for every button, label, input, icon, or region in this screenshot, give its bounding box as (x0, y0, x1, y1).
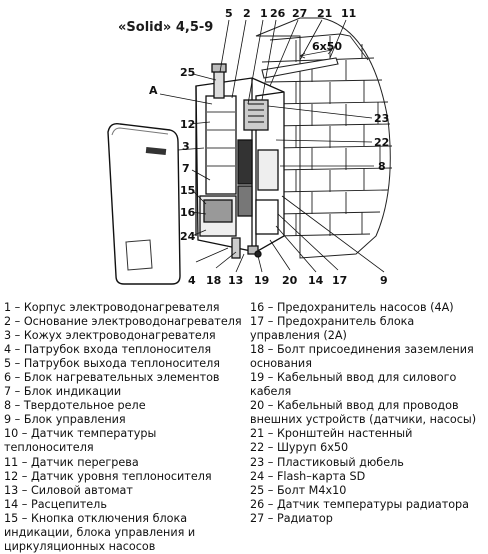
callout-24: 24 (180, 230, 196, 243)
legend-item: 2 – Основание электроводонагревателя (4, 315, 242, 329)
legend-item: 25 – Болт М4x10 (250, 483, 347, 497)
legend-item: 23 – Пластиковый дюбель (250, 455, 404, 469)
dimension-label: 6x50 (312, 40, 342, 53)
legend-item: 3 – Кожух электроводонагревателя (4, 329, 216, 343)
callout-27: 27 (292, 7, 307, 20)
legend-left: 1 – Корпус электроводонагревателя 2 – Ос… (4, 301, 242, 554)
legend-item: кабеля (250, 385, 292, 399)
callout-4: 4 (188, 274, 196, 287)
legend-item: 15 – Кнопка отключения блока (4, 511, 188, 525)
callout-22: 22 (374, 136, 389, 149)
legend-item: 17 – Предохранитель блока (250, 315, 415, 329)
callout-14: 14 (308, 274, 324, 287)
callout-15: 15 (180, 184, 195, 197)
legend-item: 9 – Блок управления (4, 413, 126, 427)
callout-A: A (149, 84, 158, 97)
legend-item: 12 – Датчик уровня теплоносителя (4, 469, 212, 483)
brick-wall (255, 17, 393, 259)
callout-17: 17 (332, 274, 347, 287)
legend-item: 22 – Шуруп 6x50 (250, 441, 349, 455)
legend-item: основания (250, 357, 312, 371)
legend-item: 5 – Патрубок выхода теплоносителя (4, 357, 220, 371)
legend-item: теплоносителя (4, 441, 94, 455)
legend-item: 27 – Радиатор (250, 511, 333, 525)
callout-5: 5 (225, 7, 233, 20)
legend-item: 4 – Патрубок входа теплоносителя (4, 343, 212, 357)
legend-item: внешних устройств (датчики, насосы) (250, 413, 477, 427)
legend-item: 7 – Блок индикации (4, 385, 122, 399)
callout-19: 19 (254, 274, 269, 287)
legend-item: 26 – Датчик температуры радиатора (250, 497, 470, 511)
legend-item: 21 – Кронштейн настенный (250, 427, 413, 441)
callout-12: 12 (180, 118, 195, 131)
callout-7: 7 (182, 162, 190, 175)
callout-8: 8 (378, 160, 386, 173)
callout-labels: 5 2 1 26 27 21 11 A 25 12 3 7 15 16 24 2… (149, 7, 389, 287)
callout-13: 13 (228, 274, 243, 287)
callout-2: 2 (243, 7, 251, 20)
heater-body (195, 63, 285, 259)
leader-lines (159, 19, 385, 273)
legend-item: 6 – Блок нагревательных элементов (4, 371, 220, 385)
callout-23: 23 (374, 112, 389, 125)
heater-exploded-diagram: 6x50 (107, 7, 393, 287)
callout-9: 9 (380, 274, 388, 287)
callout-20: 20 (282, 274, 298, 287)
legend-item: 19 – Кабельный ввод для силового (250, 371, 457, 385)
callout-16: 16 (180, 206, 196, 219)
callout-26: 26 (270, 7, 286, 20)
diagram-title: «Solid» 4,5-9 (118, 20, 214, 35)
legend-item: 13 – Силовой автомат (4, 483, 133, 497)
callout-18: 18 (206, 274, 221, 287)
heater-cover (107, 122, 181, 285)
legend-item: 1 – Корпус электроводонагревателя (4, 301, 220, 314)
legend-right: 16 – Предохранитель насосов (4А) 17 – Пр… (250, 301, 486, 526)
legend-item: 20 – Кабельный ввод для проводов (250, 399, 459, 413)
legend-item: 16 – Предохранитель насосов (4А) (250, 301, 454, 314)
callout-3: 3 (182, 140, 190, 153)
legend-item: 24 – Flash–карта SD (250, 469, 366, 483)
callout-1: 1 (260, 7, 268, 20)
callout-25: 25 (180, 66, 195, 79)
legend-item: 14 – Расцепитель (4, 497, 107, 511)
callout-11: 11 (341, 7, 356, 20)
legend-item: 11 – Датчик перегрева (4, 455, 139, 469)
legend-item: 8 – Твердотельное реле (4, 399, 146, 413)
legend-item: 10 – Датчик температуры (4, 427, 157, 441)
legend-item: 18 – Болт присоединения заземления (250, 343, 474, 357)
callout-21: 21 (317, 7, 332, 20)
legend-item: индикации, блока управления и (4, 525, 196, 539)
legend-item: управления (2А) (250, 329, 347, 343)
